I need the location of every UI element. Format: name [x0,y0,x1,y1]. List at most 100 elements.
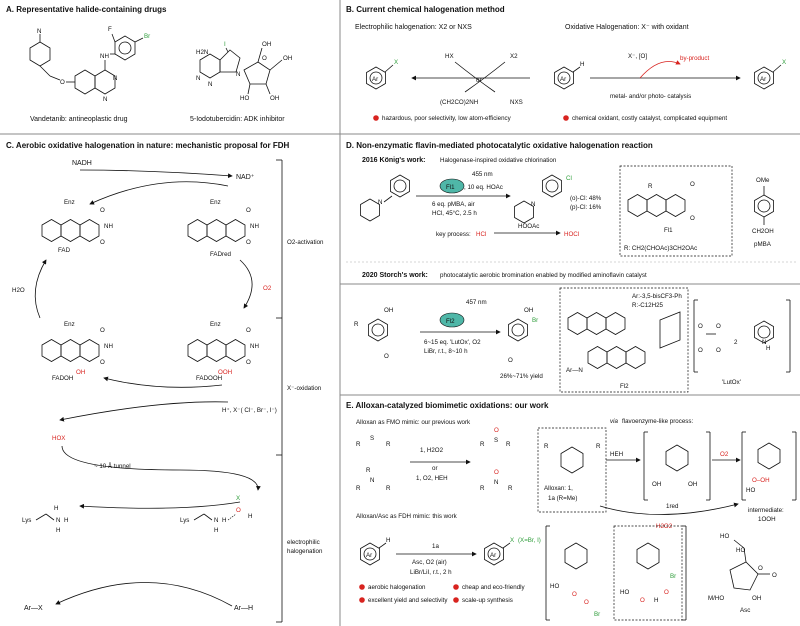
svg-text:HCl: HCl [476,231,486,238]
svg-text:OH: OH [688,481,697,488]
svg-text:OH: OH [76,369,85,376]
svg-text:or: or [432,465,438,472]
svg-text:Lys: Lys [22,517,31,524]
svg-text:O: O [494,427,499,434]
photocatalyst-icon [439,312,465,328]
svg-text:O: O [246,207,251,214]
svg-text:1OOH: 1OOH [758,516,776,523]
svg-text:R: CH2(CHOAc)3CH2OAc: R: CH2(CHOAc)3CH2OAc [624,245,697,252]
svg-text:NH: NH [104,223,113,230]
svg-text:NH: NH [250,343,259,350]
svg-text:O: O [100,359,105,366]
svg-text:H: H [222,517,226,524]
svg-text:Fl1: Fl1 [446,184,455,191]
svg-text:(X=Br, I): (X=Br, I) [518,537,541,544]
svg-text:LiBr/LiI, r.t., 2 h: LiBr/LiI, r.t., 2 h [410,569,452,576]
svg-text:H2O: H2O [12,287,25,294]
svg-text:pMBA: pMBA [754,241,772,248]
svg-text:N: N [494,479,498,486]
svg-text:NADH: NADH [72,160,92,167]
positive-icon [453,584,459,590]
svg-text:LiBr, r.t., 8~10 h: LiBr, r.t., 8~10 h [424,348,468,355]
panel-e-title: E. Alloxan-catalyzed biomimetic oxidatio… [346,401,549,410]
svg-text:R: R [354,321,359,328]
svg-text:H⁺, X⁻( Cl⁻, Br⁻, I⁻): H⁺, X⁻( Cl⁻, Br⁻, I⁻) [222,407,277,414]
svg-text:O: O [640,597,645,604]
svg-text:O: O [246,327,251,334]
svg-text:N: N [531,201,535,208]
svg-text:O: O [100,207,105,214]
svg-text:O–OH: O–OH [752,477,770,484]
svg-text:H: H [766,345,770,352]
svg-text:N: N [56,517,60,524]
svg-text:455 nm: 455 nm [472,171,493,178]
positive-icon [453,597,459,603]
svg-text:Alloxan: 1,: Alloxan: 1, [544,485,573,492]
negative-icon [373,115,379,121]
photocatalyst-icon [439,178,465,194]
svg-text:N: N [378,199,382,206]
svg-text:Enz: Enz [64,199,75,206]
svg-text:N: N [370,477,374,484]
svg-text:(CH2CO)2NH: (CH2CO)2NH [440,99,478,106]
svg-text:O: O [100,327,105,334]
svg-text:FADOH: FADOH [52,375,73,382]
svg-text:H2O2: H2O2 [656,523,673,530]
panel-b: B. Current chemical halogenation method … [346,5,786,122]
svg-text:via: via [610,418,618,425]
svg-text:Oxidative Halogenation: X⁻ wit: Oxidative Halogenation: X⁻ with oxidant [565,24,689,31]
svg-text:H: H [654,597,658,604]
svg-text:OH: OH [270,95,279,102]
svg-text:, 10 eq. HOAc: , 10 eq. HOAc [464,184,503,191]
svg-text:Ar: Ar [560,76,566,83]
svg-text:HO: HO [720,533,729,540]
svg-text:Enz: Enz [210,199,221,206]
svg-text:(o)-Cl: 48%: (o)-Cl: 48% [570,195,602,202]
svg-text:NH: NH [104,343,113,350]
svg-text:Br: Br [670,573,676,580]
svg-text:R: R [356,485,361,492]
svg-text:HO: HO [550,583,559,590]
svg-text:NXS: NXS [510,99,523,106]
svg-text:H2N: H2N [196,49,208,56]
svg-text:halogenation: halogenation [287,548,323,555]
svg-text:Ar—N: Ar—N [566,367,583,374]
svg-text:H: H [214,527,218,534]
svg-text:X: X [394,59,398,66]
svg-text:HOCl: HOCl [564,231,579,238]
svg-text:Enz: Enz [64,321,75,328]
panel-d-title: D. Non-enzymatic flavin-mediated photoca… [346,141,653,150]
panel-e: E. Alloxan-catalyzed biomimetic oxidatio… [346,401,797,621]
svg-text:Electrophilic halogenation: X: Electrophilic halogenation: X2 or NXS [355,24,472,31]
svg-text:cheap and eco-friendly: cheap and eco-friendly [462,584,526,591]
svg-text:~ 10 Å tunnel: ~ 10 Å tunnel [94,463,131,470]
svg-text:H: H [386,537,390,544]
svg-text:X2: X2 [510,53,518,60]
svg-text:Alloxan/Asc as FDH mimic: thi: Alloxan/Asc as FDH mimic: this work [356,513,458,520]
panel-c: C. Aerobic oxidative halogenation in nat… [6,141,324,623]
svg-text:M/HO: M/HO [708,595,724,602]
svg-text:O: O [716,323,721,330]
svg-text:Fl1: Fl1 [664,227,673,234]
svg-text:scale-up synthesis: scale-up synthesis [462,597,513,604]
svg-text:O: O [584,599,589,606]
svg-text:FADOOH: FADOOH [196,375,222,382]
svg-text:HO: HO [620,589,629,596]
svg-text:'LutOx': 'LutOx' [722,379,741,386]
svg-text:R: R [386,441,391,448]
svg-text:Ar: Ar [366,552,372,559]
svg-text:O: O [690,181,695,188]
svg-text:intermediate:: intermediate: [748,507,784,514]
svg-text:O: O [384,353,389,360]
svg-text:HOOAc: HOOAc [518,223,539,230]
svg-text:NAD⁺: NAD⁺ [236,174,255,181]
svg-text:X: X [236,495,240,502]
svg-text:O: O [60,79,65,86]
svg-text:Asc: Asc [740,607,750,614]
svg-text:NH: NH [250,223,259,230]
svg-text:aerobic halogenation: aerobic halogenation [368,584,426,591]
svg-text:R: R [544,443,549,450]
svg-text:O2: O2 [263,285,272,292]
svg-text:Ar: Ar [490,552,496,559]
